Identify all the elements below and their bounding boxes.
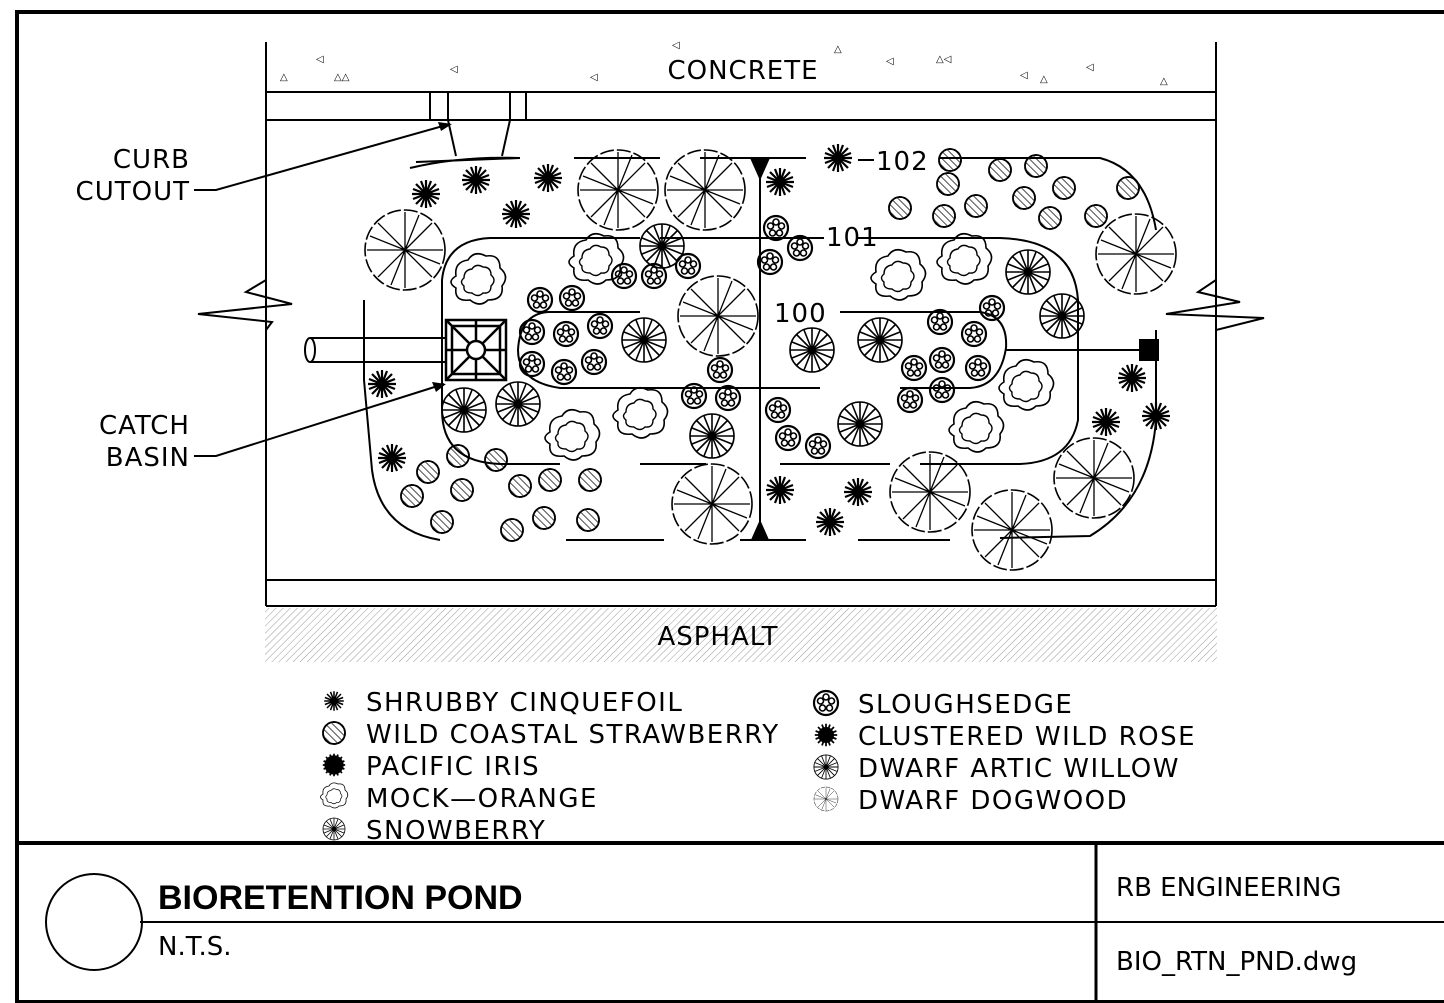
elevation-102: 102 xyxy=(876,147,929,177)
legend: SHRUBBY CINQUEFOIL WILD COASTAL STRAWBER… xyxy=(320,688,1196,846)
catch-basin-label-line2: BASIN xyxy=(106,443,190,473)
file-name: BIO_RTN_PND.dwg xyxy=(1116,947,1357,977)
svg-text:◁: ◁ xyxy=(886,56,894,67)
curb-label-line2: CUTOUT xyxy=(76,177,190,207)
svg-text:◁: ◁ xyxy=(316,54,324,65)
svg-text:△◁: △◁ xyxy=(936,54,952,65)
legend-wild-coastal-strawberry xyxy=(322,721,346,745)
legend-snowberry xyxy=(322,817,346,841)
legend-dwarf-artic-willow xyxy=(813,754,839,780)
concrete-area: △◁△△ ◁◁◁ △◁△◁ △◁△ ◁ CONCRETE xyxy=(265,40,1217,92)
legend-pacific-iris xyxy=(321,752,347,778)
svg-text:◁: ◁ xyxy=(672,40,680,51)
elevation-101: 101 xyxy=(826,223,879,253)
svg-text:△: △ xyxy=(834,44,842,55)
legend-clustered-wild-rose xyxy=(813,722,839,748)
legend-sloughsedge xyxy=(812,689,840,717)
svg-text:◁: ◁ xyxy=(1020,70,1028,81)
svg-text:△: △ xyxy=(1040,74,1048,85)
legend-left-2: PACIFIC IRIS xyxy=(366,752,540,782)
company-name: RB ENGINEERING xyxy=(1116,873,1342,903)
title-block: BIORETENTION POND N.T.S. RB ENGINEERING … xyxy=(17,841,1444,1002)
legend-left-3: MOCK—ORANGE xyxy=(366,784,598,814)
drawing-title: BIORETENTION POND xyxy=(158,879,523,917)
svg-text:△: △ xyxy=(280,72,288,83)
svg-text:△: △ xyxy=(1160,76,1168,87)
curb-cutout-leader xyxy=(194,123,451,191)
svg-text:◁: ◁ xyxy=(1086,62,1094,73)
svg-text:◁: ◁ xyxy=(590,72,598,83)
plantings xyxy=(364,142,1177,571)
legend-shrubby-cinquefoil xyxy=(323,690,345,712)
asphalt-area xyxy=(265,608,1217,662)
elevation-100: 100 xyxy=(774,299,827,329)
legend-mock-orange xyxy=(320,782,349,809)
svg-text:◁: ◁ xyxy=(450,64,458,75)
break-line-left xyxy=(197,260,293,340)
asphalt-label: ASPHALT xyxy=(657,622,778,652)
concrete-label: CONCRETE xyxy=(667,56,818,86)
catch-basin xyxy=(444,318,508,382)
curb-label-line1: CURB xyxy=(113,145,190,175)
inlet-pipe xyxy=(304,337,446,363)
legend-left-1: WILD COASTAL STRAWBERRY xyxy=(366,720,780,750)
legend-right-2: DWARF ARTIC WILLOW xyxy=(858,754,1180,784)
legend-dwarf-dogwood xyxy=(813,786,839,812)
detail-bubble xyxy=(45,873,143,971)
catch-basin-label-line1: CATCH xyxy=(99,411,190,441)
drawing-scale: N.T.S. xyxy=(158,932,232,962)
drawing-frame xyxy=(15,10,1444,1003)
legend-right-1: CLUSTERED WILD ROSE xyxy=(858,722,1196,752)
curb-cutout xyxy=(415,92,527,163)
legend-left-0: SHRUBBY CINQUEFOIL xyxy=(366,688,683,718)
legend-right-0: SLOUGHSEDGE xyxy=(858,690,1073,720)
svg-text:△△: △△ xyxy=(334,72,350,83)
break-line-right xyxy=(1165,260,1265,340)
catch-basin-leader xyxy=(194,383,445,457)
legend-right-3: DWARF DOGWOOD xyxy=(858,786,1128,816)
